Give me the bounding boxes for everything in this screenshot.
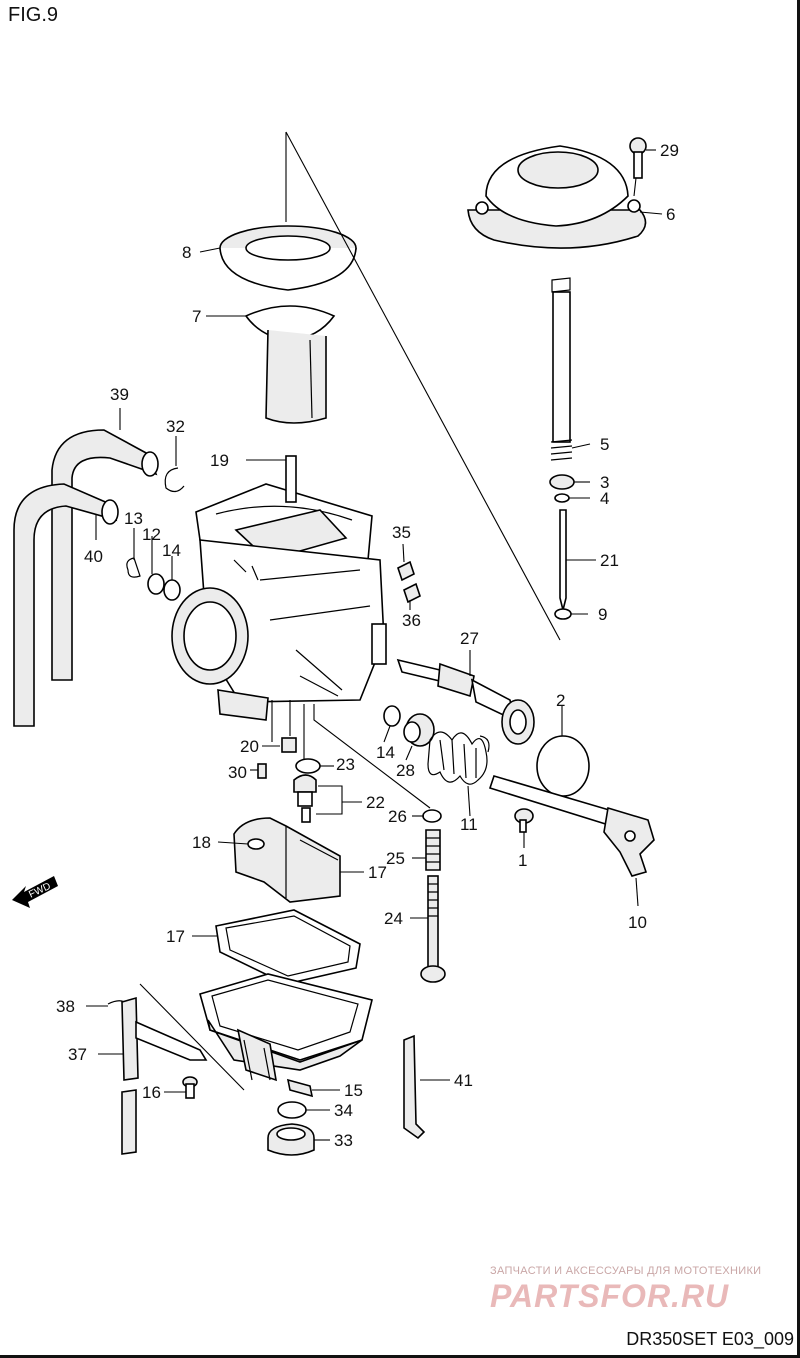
part-32-clip: [164, 467, 185, 493]
callout-28: 27: [460, 629, 479, 648]
part-4-clip: [554, 493, 570, 503]
part-11-spring: [427, 731, 490, 785]
callout-2: 2: [556, 691, 565, 710]
callout-3: 3: [600, 473, 609, 492]
part-7-funnel: [244, 305, 336, 424]
part-12-ring: [147, 573, 165, 595]
part-28-starter-plunger: [396, 658, 535, 745]
part-2-diaphragm: [536, 735, 590, 797]
callout-39: 39: [110, 385, 129, 404]
callout-29: 28: [396, 761, 415, 780]
part-13-clip: [126, 557, 141, 578]
callout-4: 4: [600, 489, 609, 508]
callout-18: 17: [368, 863, 387, 882]
callout-labels: 29 6 8 7 39 32 19 5 3 4 21 9 13 12 14 40…: [56, 141, 679, 1150]
part-41-bracket: [403, 1034, 426, 1140]
callout-22: 21: [600, 551, 619, 570]
leader-lines: [86, 149, 663, 1141]
part-18-float: [233, 817, 341, 903]
callout-33: 33: [334, 1131, 353, 1150]
part-40-hose: [13, 483, 119, 727]
callout-11: 11: [460, 815, 478, 834]
part-6-top-cap: [467, 145, 647, 249]
callout-35: 35: [392, 523, 411, 542]
main-carburetor-body: [171, 455, 387, 721]
fwd-arrow-icon: FWD: [12, 876, 58, 908]
part-37-drain-hose: [121, 996, 208, 1155]
callout-14a: 14: [162, 541, 181, 560]
callout-26: 25: [386, 849, 405, 868]
part-23-needle-valve: [293, 774, 317, 823]
watermark-caption: ЗАПЧАСТИ И АКСЕССУАРЫ ДЛЯ МОТОТЕХНИКИ: [490, 1265, 762, 1277]
frame-right-edge: [797, 0, 800, 1358]
part-36-fitting: [403, 582, 421, 604]
part-5-spring-rod: [550, 277, 573, 461]
part-33-drain-plug: [267, 1123, 315, 1156]
part-39-hose: [51, 429, 159, 681]
diagram-code: DR350SET E03_009: [626, 1329, 794, 1349]
callout-17: 17: [166, 927, 185, 946]
part-25-needle-jet: [420, 875, 446, 983]
callout-36: 36: [402, 611, 421, 630]
callout-40: 40: [84, 547, 103, 566]
callout-37: 37: [68, 1045, 87, 1064]
callout-20: 19: [210, 451, 229, 470]
part-9-washer: [554, 608, 572, 620]
callout-19: 18: [192, 833, 211, 852]
part-34-o-ring: [277, 1101, 307, 1119]
frame-bottom-edge: [0, 1355, 800, 1358]
callout-7: 7: [192, 307, 201, 326]
callout-15: 15: [344, 1081, 363, 1100]
part-14-ring: [163, 579, 181, 601]
part-3-retainer: [549, 474, 575, 490]
part-8-intake-boot: [219, 225, 357, 291]
callout-12: 12: [142, 525, 161, 544]
callout-21: 20: [240, 737, 259, 756]
part-10-throttle-shaft: [488, 775, 655, 877]
callout-14b: 14: [376, 743, 395, 762]
callout-6: 6: [666, 205, 675, 224]
part-21-jet: [281, 737, 297, 753]
float-chamber-bowl: [199, 973, 373, 1082]
callout-5: 5: [600, 435, 609, 454]
part-35-fitting: [397, 560, 415, 582]
part-14-oring-lower: [383, 705, 401, 727]
figure-title: FIG.9: [8, 4, 59, 26]
callout-1: 1: [518, 851, 527, 870]
part-29-collar: [403, 713, 435, 747]
callout-24: 23: [336, 755, 355, 774]
fwd-label: FWD: [27, 881, 52, 901]
callout-25: 24: [384, 909, 403, 928]
callout-10: 10: [628, 913, 647, 932]
part-24-ring: [295, 758, 321, 774]
part-15-screw: [286, 1078, 314, 1098]
callout-27: 26: [388, 807, 407, 826]
watermark-logo: PARTSFOR.RU: [490, 1278, 730, 1314]
part-16-screw: [182, 1076, 198, 1099]
callout-8: 8: [182, 243, 191, 262]
part-22-jet-needle: [559, 509, 567, 611]
callout-38: 38: [56, 997, 75, 1016]
part-30-screw: [629, 137, 647, 179]
callout-16: 16: [142, 1083, 161, 1102]
part-31-jet: [257, 763, 267, 779]
callout-9: 9: [598, 605, 607, 624]
part-17-gasket: [215, 909, 361, 985]
callout-13: 13: [124, 509, 143, 528]
callout-41: 41: [454, 1071, 473, 1090]
part-26-jet: [425, 829, 441, 871]
callout-34: 34: [334, 1101, 353, 1120]
part-1-screw: [514, 808, 534, 833]
part-27-washer: [422, 809, 442, 823]
callout-23: 22: [366, 793, 385, 812]
callout-30: 29: [660, 141, 679, 160]
callout-31: 30: [228, 763, 247, 782]
callout-32: 32: [166, 417, 185, 436]
